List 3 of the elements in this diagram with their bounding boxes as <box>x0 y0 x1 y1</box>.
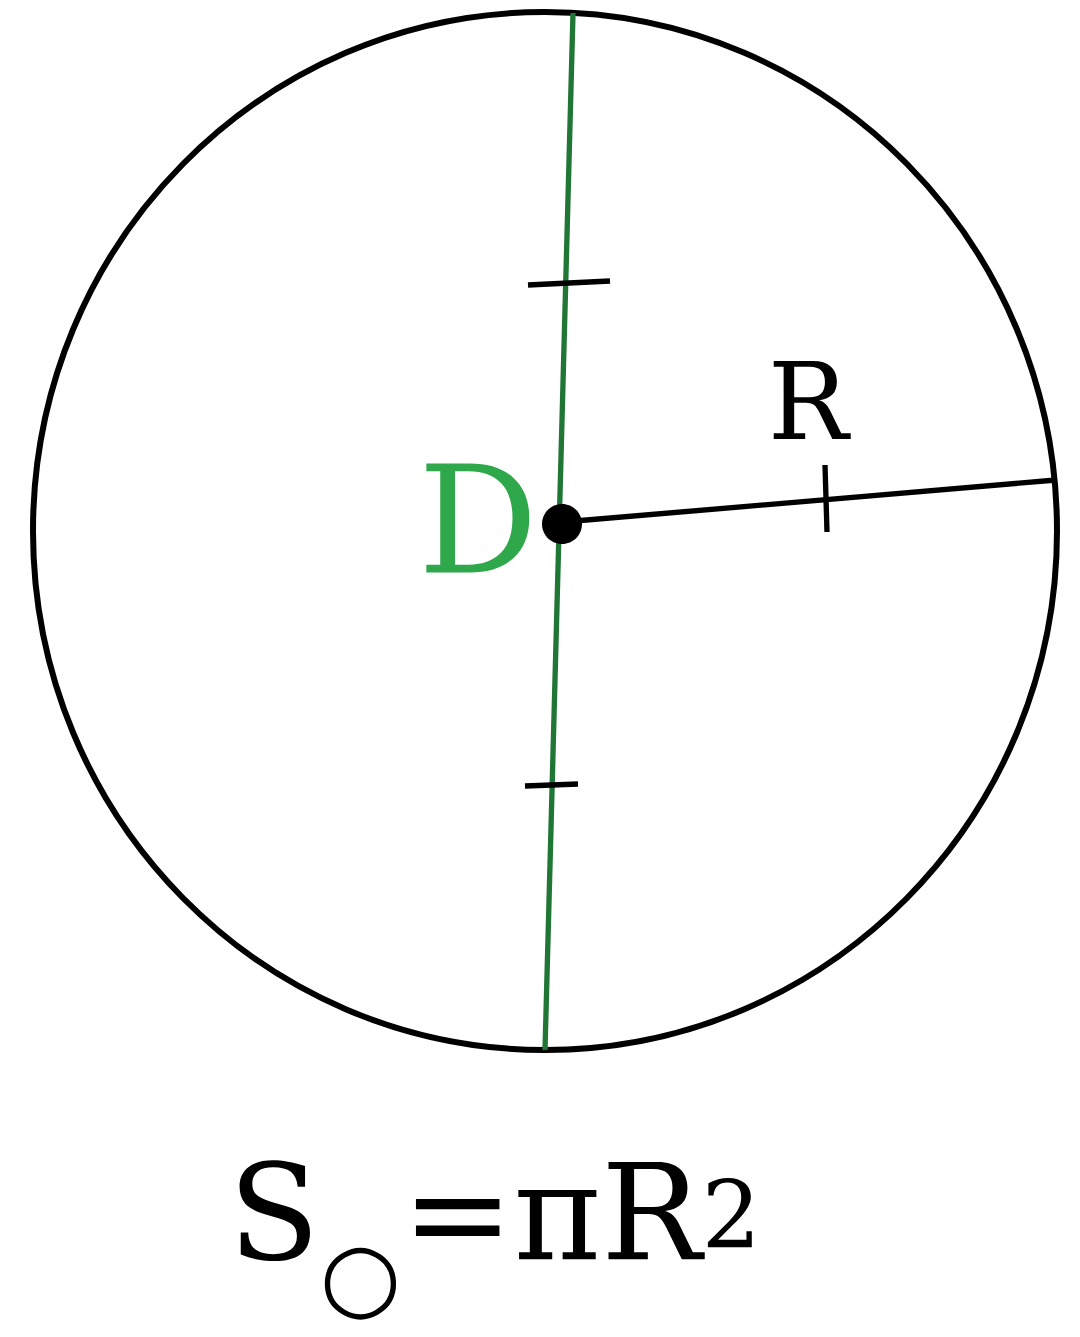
radius-label: R <box>773 361 851 439</box>
area-formula: S$_{○}$=πR$^{2}$ <box>239 1160 752 1320</box>
diameter-label: D <box>426 463 530 573</box>
